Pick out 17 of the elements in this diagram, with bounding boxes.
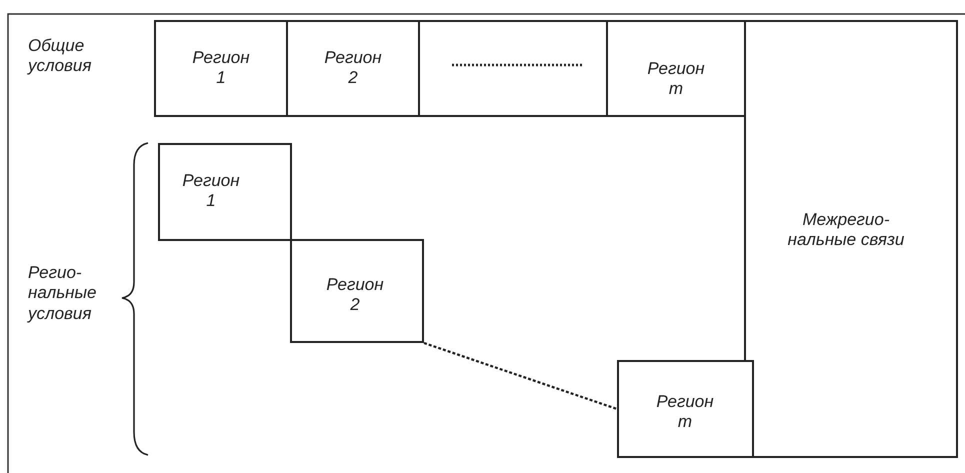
region-label: Регион 2 (323, 48, 383, 89)
region-box (606, 20, 746, 117)
region-box (617, 360, 754, 458)
region-label: Регион m (655, 392, 715, 433)
region-label: Регион 1 (191, 48, 251, 89)
links-box (744, 20, 958, 458)
region-box (158, 143, 292, 241)
region-label: Регион 2 (325, 275, 385, 316)
region-label: Регион 1 (181, 171, 241, 212)
region-label: Межрегио-нальные связи (786, 210, 906, 251)
region-box (154, 20, 288, 117)
row-label: Общие условия (28, 36, 92, 77)
row-label: Регио-нальные условия (28, 263, 98, 324)
region-box (286, 20, 420, 117)
dotted-connector (424, 342, 618, 410)
region-label: Регион m (646, 59, 706, 100)
region-box (290, 239, 424, 343)
